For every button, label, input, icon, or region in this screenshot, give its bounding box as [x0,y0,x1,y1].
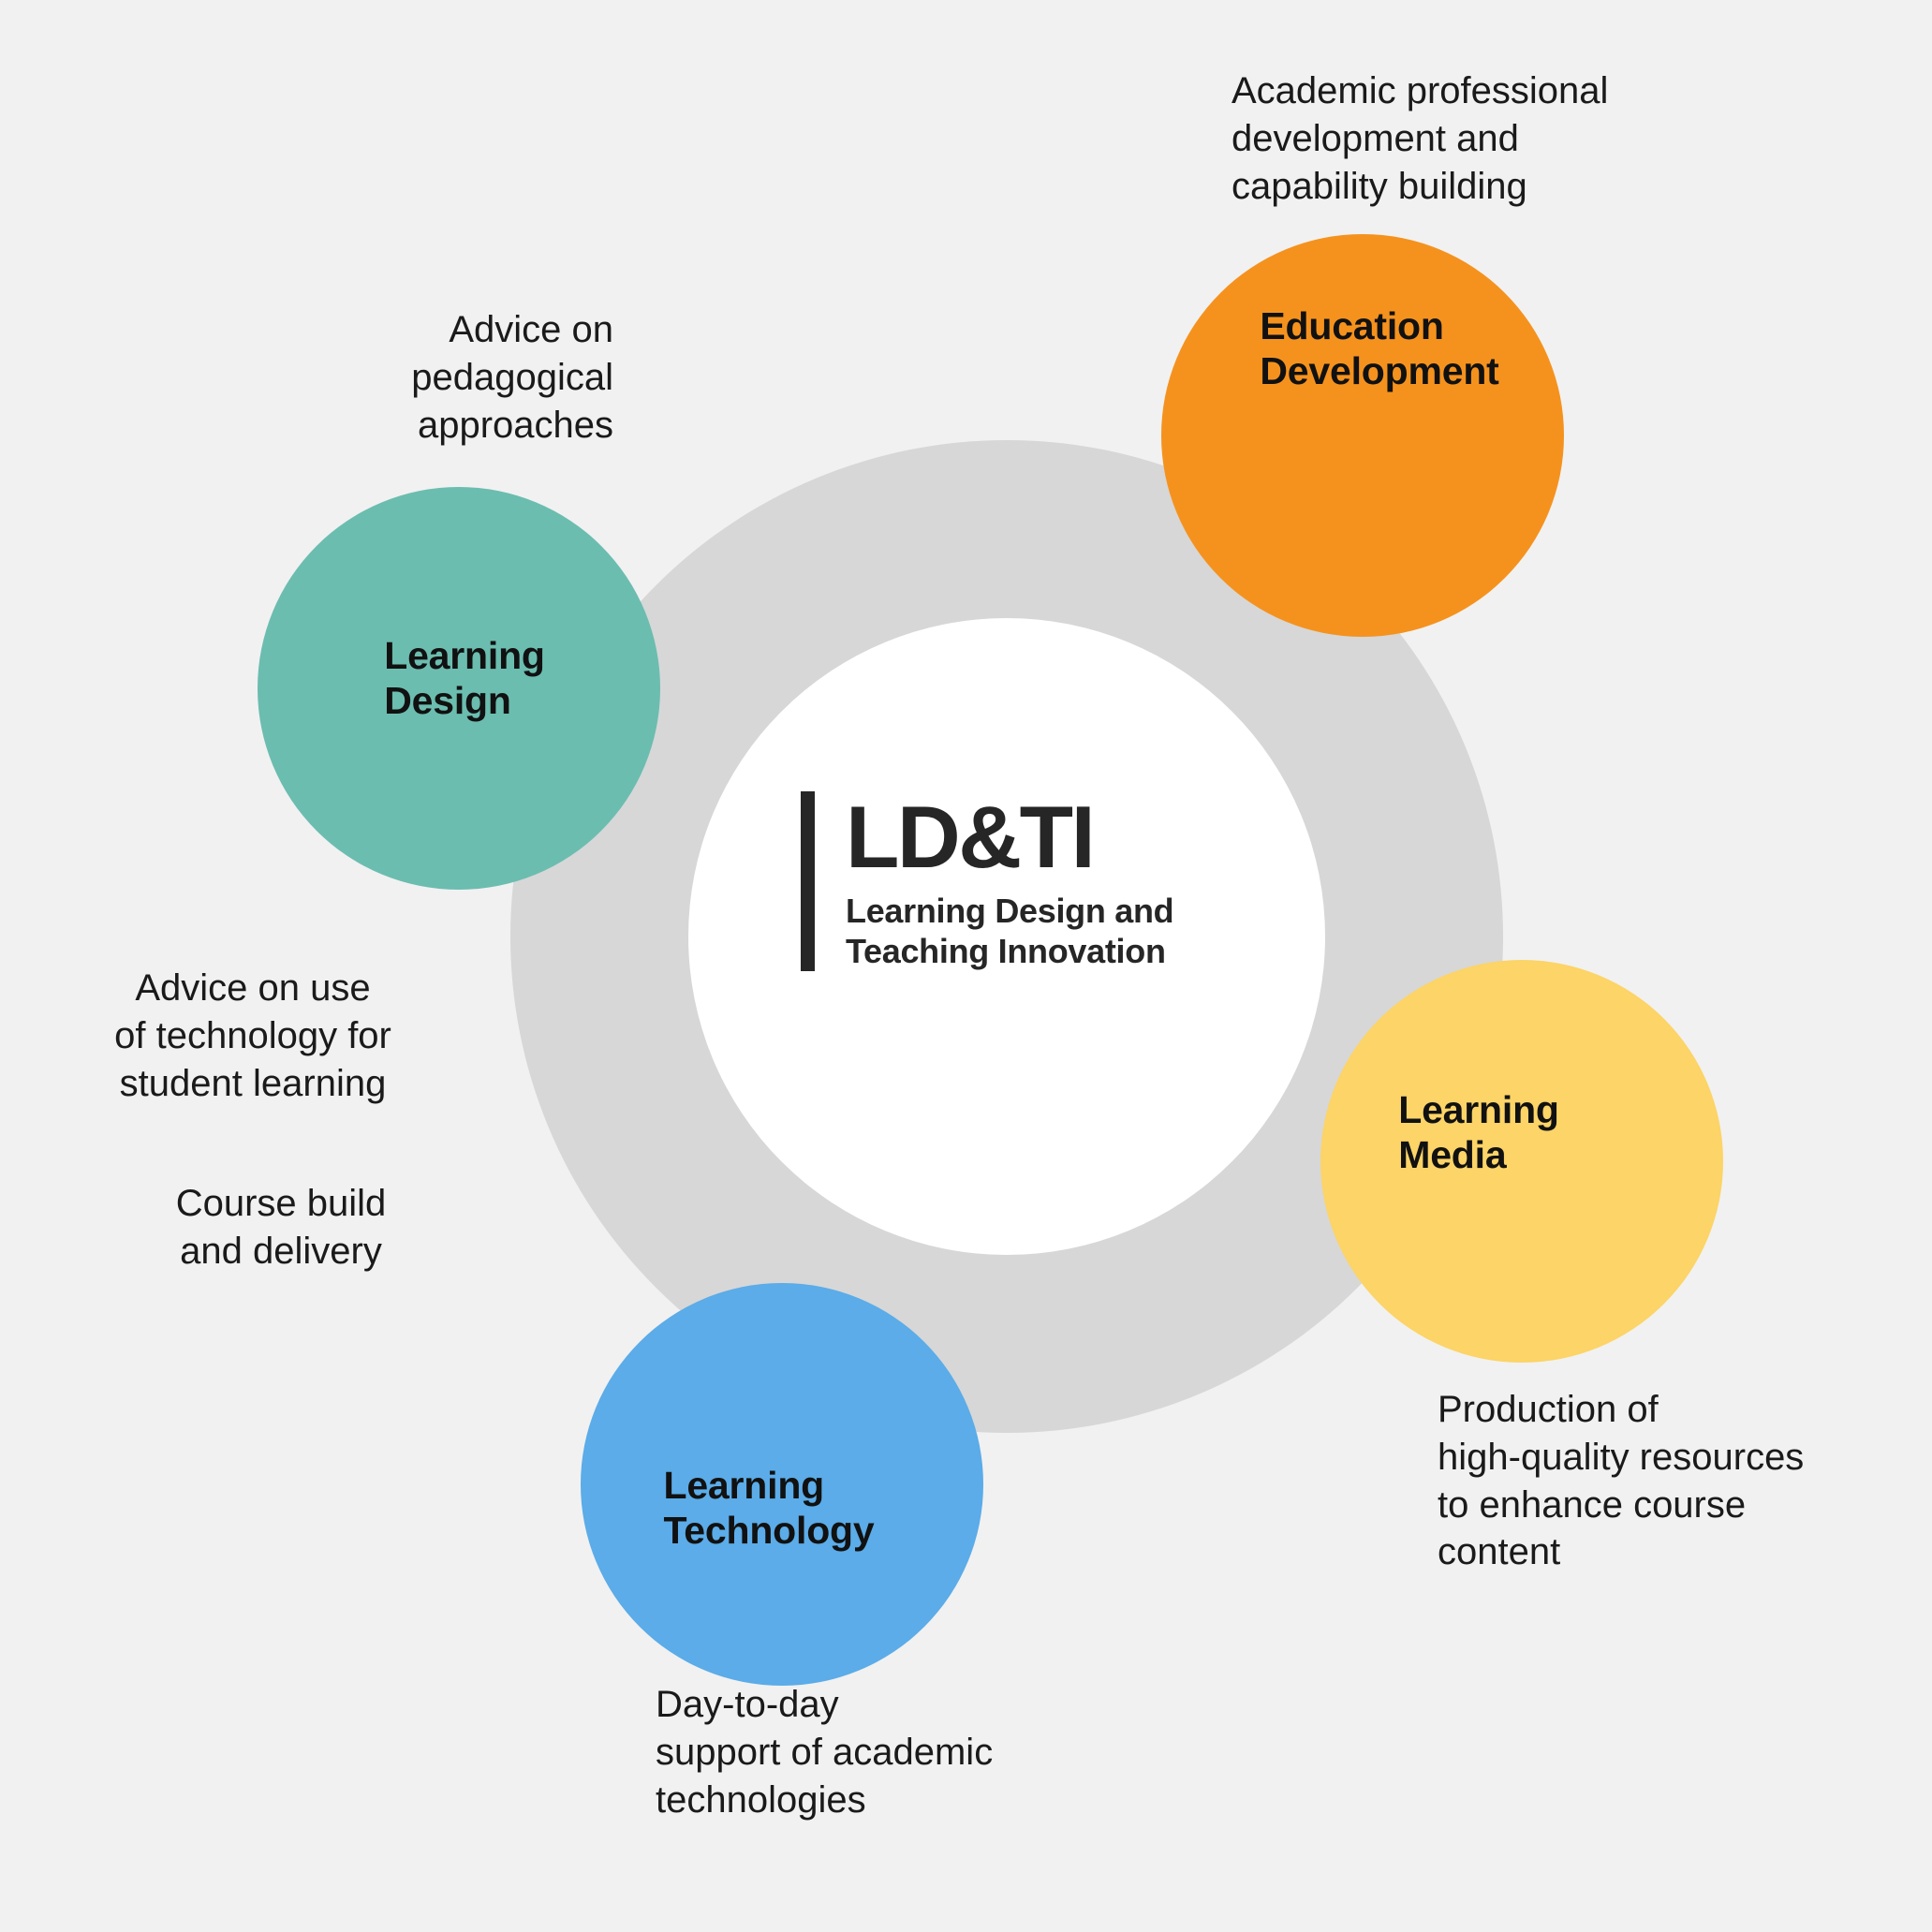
logo-subtitle: Learning Design and Teaching Innovation [846,892,1174,970]
node-education-development-label: Education Development [1260,304,1499,392]
caption-learning-technology: Day-to-day support of academic technolog… [656,1684,994,1821]
caption-learning-design: Advice on pedagogical approaches [411,309,613,446]
node-education-development[interactable]: Education Development [1161,234,1564,637]
node-learning-design-label: Learning Design [384,634,545,722]
node-learning-technology-label: Learning Technology [663,1464,875,1552]
node-learning-technology[interactable]: Learning Technology [581,1283,983,1686]
logo-vertical-rule [801,791,815,972]
caption-learning-media: Production of high-quality resources to … [1438,1389,1805,1573]
logo-text-block: LD&TI Learning Design and Teaching Innov… [846,788,1174,971]
inner-circle [688,618,1325,1255]
center-logo: LD&TI Learning Design and Teaching Innov… [801,788,1174,972]
caption-course-build: Course build and delivery [175,1183,387,1272]
node-learning-design[interactable]: Learning Design [258,487,660,890]
node-learning-media-label: Learning Media [1398,1088,1559,1176]
caption-education-development: Academic professional development and ca… [1231,70,1609,207]
caption-technology-advice: Advice on use of technology for student … [114,967,391,1104]
logo-acronym: LD&TI [846,788,1096,886]
node-learning-media[interactable]: Learning Media [1320,960,1723,1363]
